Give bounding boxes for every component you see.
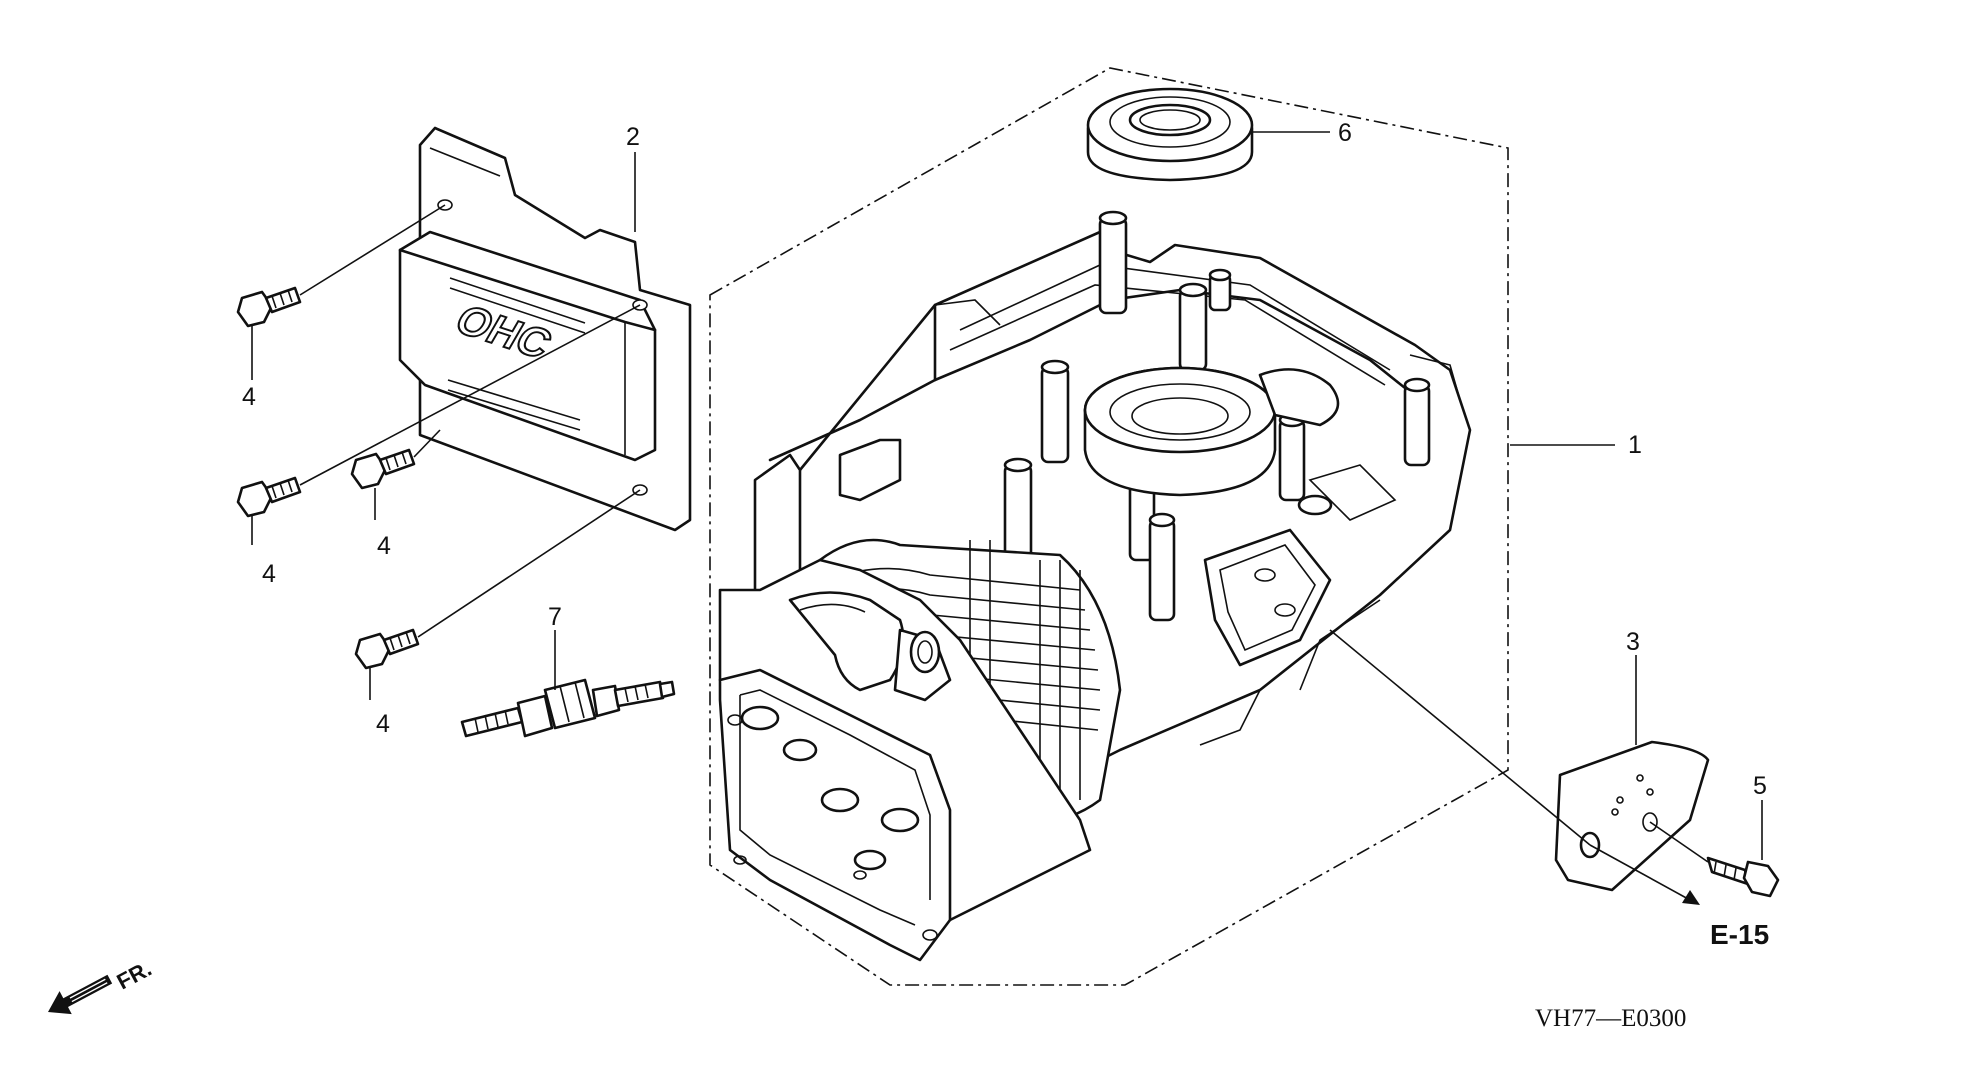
callout-1[interactable]: 1	[1628, 431, 1642, 459]
section-reference-link[interactable]: E-15	[1710, 919, 1769, 950]
flange-bolt-4[interactable]	[354, 628, 420, 670]
head-cover[interactable]: OHC	[398, 126, 692, 532]
callout-2[interactable]: 2	[626, 123, 640, 151]
oil-seal[interactable]	[1086, 87, 1254, 182]
spark-plug[interactable]	[460, 678, 676, 738]
callout-6[interactable]: 6	[1338, 119, 1352, 147]
flange-bolt-2[interactable]	[236, 476, 302, 518]
assembly-boundary	[709, 67, 1509, 986]
leader-lines	[251, 131, 1763, 905]
flange-bolt-3[interactable]	[350, 448, 416, 490]
callout-4b[interactable]: 4	[262, 560, 276, 588]
callout-labels: 1 2 3 4 4 4 4 5 6 7	[242, 119, 1767, 800]
callout-7[interactable]: 7	[548, 603, 562, 631]
callout-4c[interactable]: 4	[377, 532, 391, 560]
callout-4d[interactable]: 4	[376, 710, 390, 738]
callout-4a[interactable]: 4	[242, 383, 256, 411]
breather-plate[interactable]	[1554, 740, 1710, 892]
callout-3[interactable]: 3	[1626, 628, 1640, 656]
cylinder-block[interactable]	[718, 210, 1472, 962]
front-direction-label: FR.	[113, 956, 156, 995]
callout-5[interactable]: 5	[1753, 772, 1767, 800]
front-direction-arrow-icon	[48, 974, 113, 1015]
drawing-code: VH77—E0300	[1535, 1005, 1686, 1032]
flange-bolt-1[interactable]	[236, 286, 302, 328]
flange-bolt-5[interactable]	[1706, 856, 1780, 898]
